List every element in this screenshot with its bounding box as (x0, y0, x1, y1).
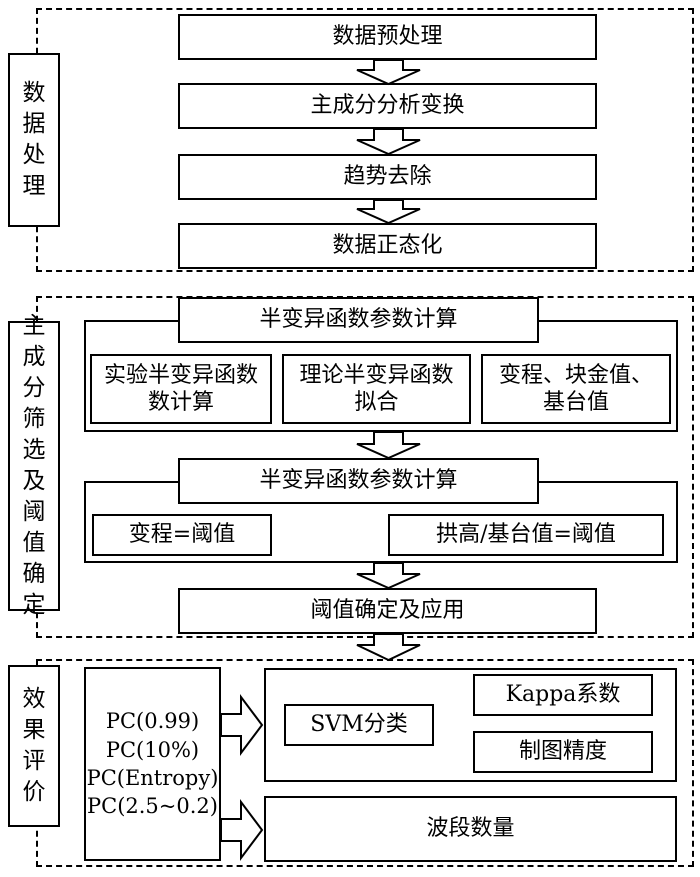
step-range-nugget-sill: 变程、块金值、 基台值 (481, 354, 671, 424)
step-detrend: 趋势去除 (178, 154, 597, 200)
methods-list: PC(0.99) PC(10%) PC(Entropy) PC(2.5~0.2) (84, 667, 221, 861)
step-label: 变程=阈值 (128, 522, 236, 548)
step-label: 数据正态化 (332, 233, 443, 259)
metric-mapping-accuracy: 制图精度 (473, 731, 653, 773)
step-label: 主成分分析变换 (310, 93, 465, 119)
classification-group (264, 668, 677, 782)
step-threshold-apply: 阈值确定及应用 (178, 588, 597, 634)
section-label-text: 主成分筛选及阈值确定 (22, 312, 46, 619)
metric-label: 波段数量 (426, 816, 515, 842)
step-arch-threshold: 拱高/基台值=阈值 (388, 514, 664, 556)
step-preprocess: 数据预处理 (178, 14, 597, 60)
step-theoretical-semivariogram: 理论半变异函数 拟合 (282, 354, 471, 424)
metric-label: Kappa系数 (505, 682, 621, 708)
method-item: PC(0.99) (105, 709, 200, 734)
step-label: 半变异函数参数计算 (259, 468, 458, 494)
step-label: 半变异函数参数计算 (259, 307, 458, 333)
step-label: 数据预处理 (332, 24, 443, 50)
section-label-data-processing: 数据处理 (8, 53, 60, 227)
metric-band-count: 波段数量 (264, 796, 677, 862)
step-svm-classification: SVM分类 (284, 704, 434, 746)
metric-label: 制图精度 (518, 739, 607, 765)
step-semivariogram-calc: 半变异函数参数计算 (178, 297, 539, 343)
method-item: PC(10%) (105, 737, 200, 762)
step-label: 拱高/基台值=阈值 (436, 522, 616, 548)
step-label: SVM分类 (310, 712, 408, 738)
section-label-text: 数据处理 (22, 79, 46, 200)
metric-kappa: Kappa系数 (473, 674, 653, 716)
step-label: 变程、块金值、 基台值 (498, 362, 653, 416)
step-label: 实验半变异函数 数计算 (103, 362, 258, 416)
section-label-component-screening: 主成分筛选及阈值确定 (8, 313, 60, 618)
step-semivariogram-calc-2: 半变异函数参数计算 (178, 458, 539, 504)
section-label-text: 效果评价 (22, 685, 46, 806)
method-item: PC(Entropy) (86, 766, 219, 790)
section-label-evaluation: 效果评价 (8, 665, 60, 827)
step-pca-transform: 主成分分析变换 (178, 83, 597, 129)
step-range-threshold: 变程=阈值 (92, 514, 272, 556)
step-label: 理论半变异函数 拟合 (299, 362, 454, 416)
step-label: 阈值确定及应用 (310, 598, 465, 624)
step-normalize: 数据正态化 (178, 223, 597, 269)
step-label: 趋势去除 (343, 164, 432, 190)
method-item: PC(2.5~0.2) (87, 794, 218, 819)
step-experimental-semivariogram: 实验半变异函数 数计算 (90, 354, 272, 424)
